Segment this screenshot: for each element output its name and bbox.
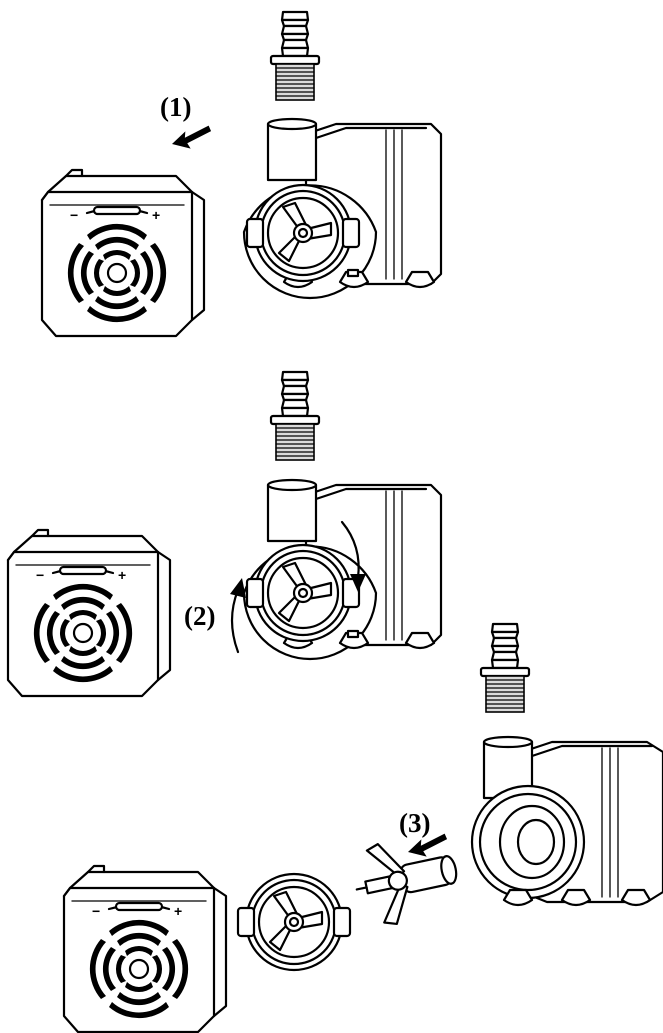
- front-cover-icon: [40, 168, 206, 338]
- impeller-plate-icon: [236, 872, 352, 972]
- step-3-label: (3): [399, 808, 431, 838]
- hose-nozzle-icon: [269, 10, 321, 102]
- step-1-assembly: [40, 10, 443, 338]
- step-2-label: (2): [184, 601, 216, 631]
- step-2-assembly: [6, 370, 443, 698]
- hose-nozzle-icon: [479, 622, 531, 714]
- direction-arrow-icon: [169, 125, 214, 153]
- rotate-left-arrow-icon: [230, 578, 246, 654]
- front-cover-icon: [6, 528, 172, 698]
- step-1-label: (1): [160, 92, 192, 122]
- impeller-rotor-icon: [347, 828, 466, 932]
- hose-nozzle-icon: [269, 370, 321, 462]
- pump-body-open-icon: [470, 735, 663, 907]
- rotate-right-arrow-icon: [340, 520, 366, 592]
- step-3-assembly: [62, 622, 663, 1033]
- front-cover-icon: [62, 864, 228, 1033]
